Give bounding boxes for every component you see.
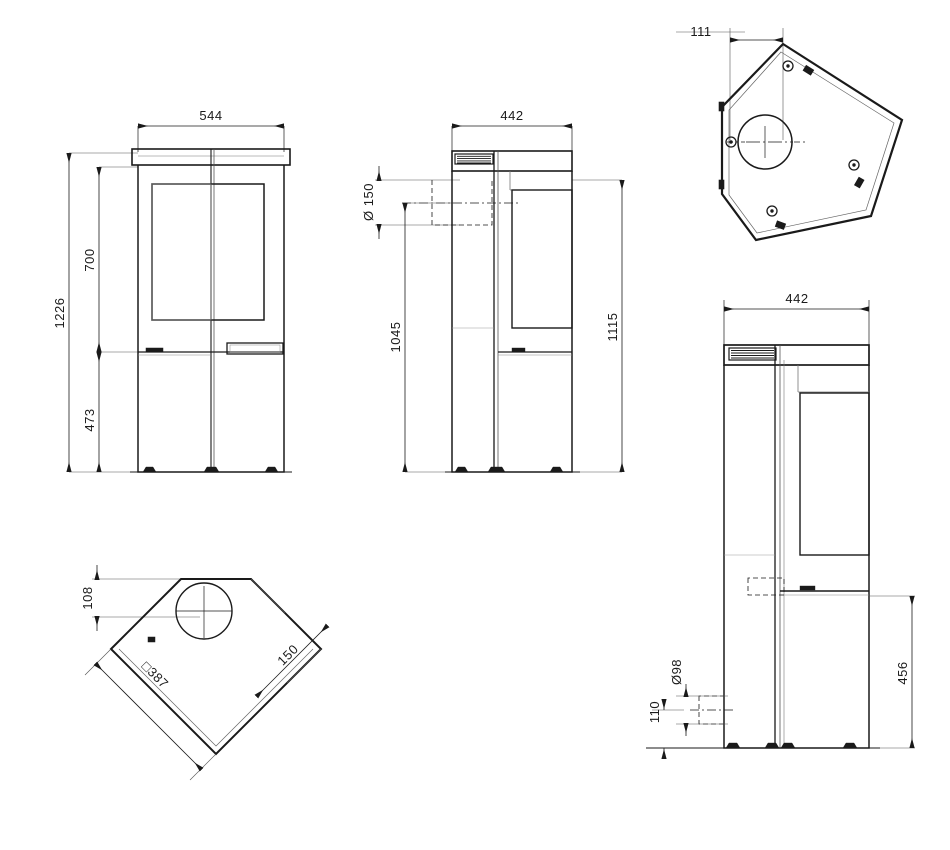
side-feet xyxy=(445,466,580,473)
front-door-split xyxy=(210,149,215,472)
right-body-outline xyxy=(723,344,870,749)
right-door-split xyxy=(774,345,785,748)
side-front-edge xyxy=(509,171,572,191)
right-air-inlet-hidden xyxy=(690,577,785,725)
corner-base-plan-view xyxy=(84,565,330,781)
right-lower-band xyxy=(724,554,869,596)
dim-label-387: □387 xyxy=(139,658,172,691)
right-elevation-view xyxy=(646,300,915,759)
right-door-window xyxy=(799,392,870,556)
dim-150-corner xyxy=(250,578,330,699)
dim-544 xyxy=(137,123,285,152)
dim-label-111: 111 xyxy=(690,24,711,39)
dim-108 xyxy=(92,565,200,631)
dim-111 xyxy=(676,28,784,140)
side-vent-grille xyxy=(454,153,494,165)
right-vent-grille xyxy=(728,347,777,361)
front-elevation-view xyxy=(66,123,292,473)
dim-label-98-dia: Ø98 xyxy=(669,659,684,685)
dim-label-108: 108 xyxy=(80,586,95,609)
side-door-split xyxy=(493,151,499,472)
dim-label-1115: 1115 xyxy=(605,313,620,342)
dim-442-side xyxy=(451,123,573,152)
front-left-handle xyxy=(145,347,164,353)
plan-flue-circle xyxy=(727,114,806,170)
front-ash-tray xyxy=(226,342,284,355)
front-door-window xyxy=(151,183,265,321)
dim-1115 xyxy=(572,179,625,473)
dim-98-diameter xyxy=(676,684,728,736)
corner-plan-bracket xyxy=(147,636,156,643)
dim-label-1045: 1045 xyxy=(388,322,403,353)
dim-387 xyxy=(84,648,217,781)
plan-bracket-tabs xyxy=(718,64,865,230)
dim-label-473: 473 xyxy=(82,408,97,431)
dim-label-1226: 1226 xyxy=(52,298,67,329)
dim-label-442-right: 442 xyxy=(785,291,808,306)
dim-150-diameter xyxy=(375,166,460,239)
dim-1045 xyxy=(402,202,455,473)
corner-plan-flue-circle xyxy=(175,582,233,640)
side-elevation-view xyxy=(375,123,625,473)
side-lower-band xyxy=(452,327,572,356)
front-feet xyxy=(130,466,292,473)
dim-1226 xyxy=(66,152,138,473)
dim-label-110: 110 xyxy=(647,701,662,723)
right-feet xyxy=(646,742,880,749)
dim-label-442-side: 442 xyxy=(500,108,523,123)
top-plan-rotated-view xyxy=(676,28,904,242)
dim-442-right xyxy=(723,300,870,348)
dim-label-544: 544 xyxy=(199,108,222,123)
dim-700 xyxy=(96,166,138,353)
right-front-edge xyxy=(797,365,869,393)
side-door-window xyxy=(511,189,573,329)
dim-label-456: 456 xyxy=(895,661,910,684)
side-flue-hidden xyxy=(402,180,520,226)
dim-label-700: 700 xyxy=(82,248,97,271)
plan-fixing-screws xyxy=(725,60,860,217)
dim-label-150-dia: Ø 150 xyxy=(361,183,376,221)
